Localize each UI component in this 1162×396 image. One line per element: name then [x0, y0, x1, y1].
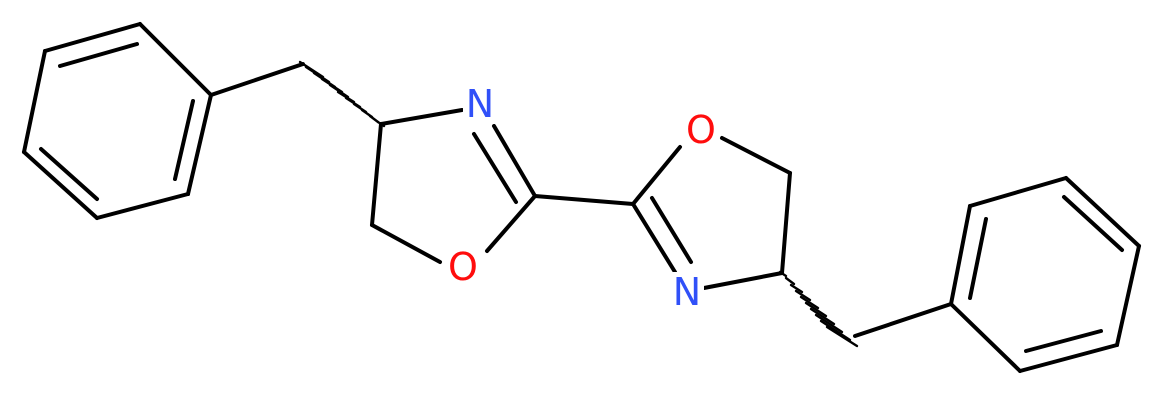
bond — [631, 145, 682, 206]
bond — [1115, 244, 1141, 347]
bond — [631, 202, 677, 274]
bond — [370, 122, 383, 227]
right-benzene-ring — [949, 176, 1141, 373]
bond — [949, 204, 972, 306]
bond — [853, 302, 953, 338]
right-hashed-wedge — [778, 270, 859, 348]
atom-symbol-o: O — [448, 245, 478, 289]
bond — [209, 62, 305, 97]
bond — [702, 271, 784, 290]
bond-inner — [58, 42, 139, 68]
bond — [22, 150, 99, 220]
bond — [650, 196, 693, 264]
bond — [780, 171, 792, 275]
bond-inner — [968, 217, 988, 300]
atom-o-left: O — [445, 245, 481, 289]
atom-o-right: O — [683, 108, 719, 152]
bond-inner — [173, 99, 195, 181]
bond — [968, 176, 1068, 208]
bond — [95, 192, 190, 220]
bond — [485, 194, 537, 253]
bond-inner — [1062, 195, 1124, 252]
bond — [379, 108, 464, 126]
atom-symbol-n: N — [466, 82, 494, 126]
bond — [186, 93, 213, 196]
bond — [22, 49, 47, 154]
atom-symbol-o: O — [686, 108, 716, 152]
bond — [1018, 343, 1119, 373]
central-bond — [533, 194, 635, 206]
bond — [472, 132, 518, 204]
left-oxazoline-ring — [370, 108, 537, 264]
bond-inner — [1024, 329, 1103, 353]
bond — [492, 124, 537, 198]
bond-inner — [39, 147, 99, 201]
atom-n-right: N — [670, 270, 704, 314]
bond — [720, 136, 792, 175]
bond — [138, 22, 213, 97]
atom-symbol-n: N — [673, 270, 701, 314]
atom-n-left: N — [463, 82, 497, 126]
bond — [43, 22, 142, 53]
bond — [949, 302, 1022, 373]
left-benzene-ring — [22, 22, 213, 220]
bond — [370, 223, 442, 264]
right-oxazoline-ring — [631, 136, 792, 290]
bond — [1064, 176, 1141, 248]
left-hashed-wedge — [298, 60, 386, 128]
